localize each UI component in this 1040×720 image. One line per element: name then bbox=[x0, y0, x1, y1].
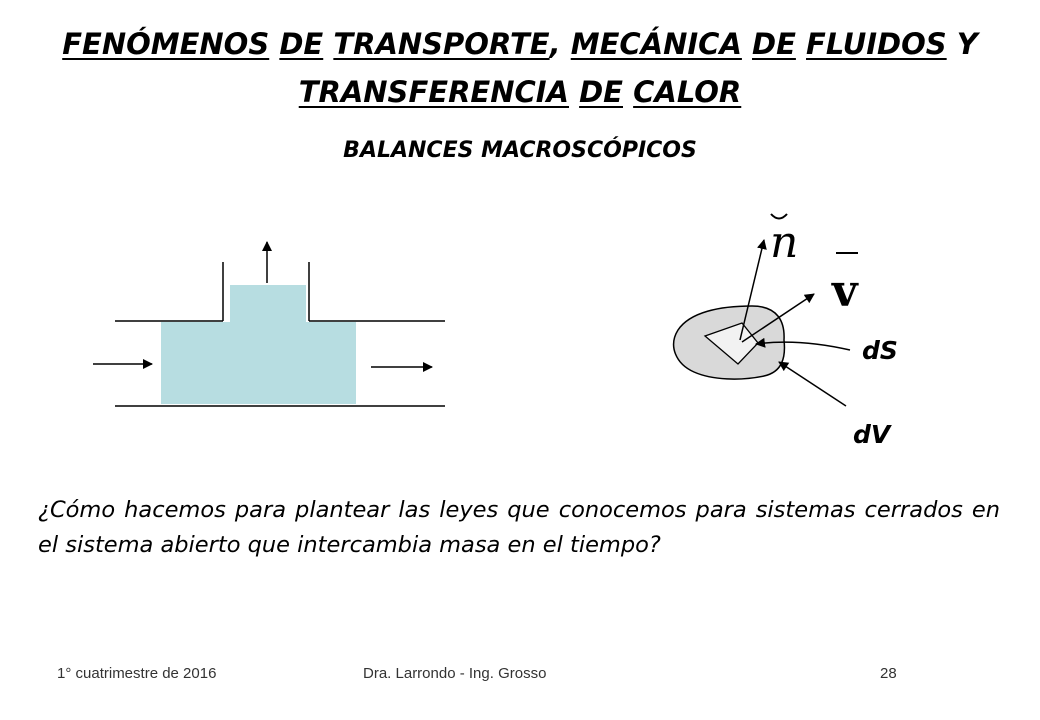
footer-date: 1° cuatrimestre de 2016 bbox=[57, 665, 217, 682]
dv-pointer-arrow bbox=[778, 361, 847, 407]
surface-label: dS bbox=[862, 336, 898, 365]
title-word: FLUIDOS bbox=[806, 27, 947, 61]
title-line-1: FENÓMENOS DE TRANSPORTE, MECÁNICA DE FLU… bbox=[62, 27, 978, 61]
slide-subtitle: BALANCES MACROSCÓPICOS bbox=[343, 138, 697, 163]
title-word: TRANSPORTE bbox=[333, 27, 550, 61]
title-word: Y bbox=[956, 27, 978, 61]
normal-symbol: n bbox=[770, 217, 798, 268]
footer-authors: Dra. Larrondo - Ing. Grosso bbox=[363, 665, 547, 682]
title-word: CALOR bbox=[633, 75, 742, 109]
tank-upper-fluid bbox=[230, 285, 306, 323]
title-word: DE bbox=[279, 27, 324, 61]
title-word: TRANSFERENCIA bbox=[298, 75, 569, 109]
normal-vector-arrow bbox=[739, 239, 767, 341]
title-word: DE bbox=[579, 75, 623, 109]
title-line-2: TRANSFERENCIA DE CALOR bbox=[0, 68, 1040, 116]
tank-lower-fluid bbox=[161, 322, 356, 404]
slide-title: FENÓMENOS DE TRANSPORTE, MECÁNICA DE FLU… bbox=[0, 20, 1040, 116]
volume-label: dV bbox=[853, 420, 891, 449]
breve-accent bbox=[770, 213, 788, 220]
title-word: FENÓMENOS bbox=[62, 27, 270, 61]
page-number: 28 bbox=[880, 665, 897, 682]
control-volume-diagram: n v bbox=[673, 213, 859, 407]
question-text: ¿Cómo hacemos para plantear las leyes qu… bbox=[38, 497, 1000, 558]
title-word: MECÁNICA bbox=[570, 27, 742, 61]
open-system-diagram bbox=[93, 241, 445, 407]
ds-pointer-arrow bbox=[755, 337, 851, 351]
title-word: DE bbox=[752, 27, 796, 61]
velocity-vector-arrow bbox=[741, 293, 815, 343]
velocity-symbol: v bbox=[831, 266, 859, 317]
